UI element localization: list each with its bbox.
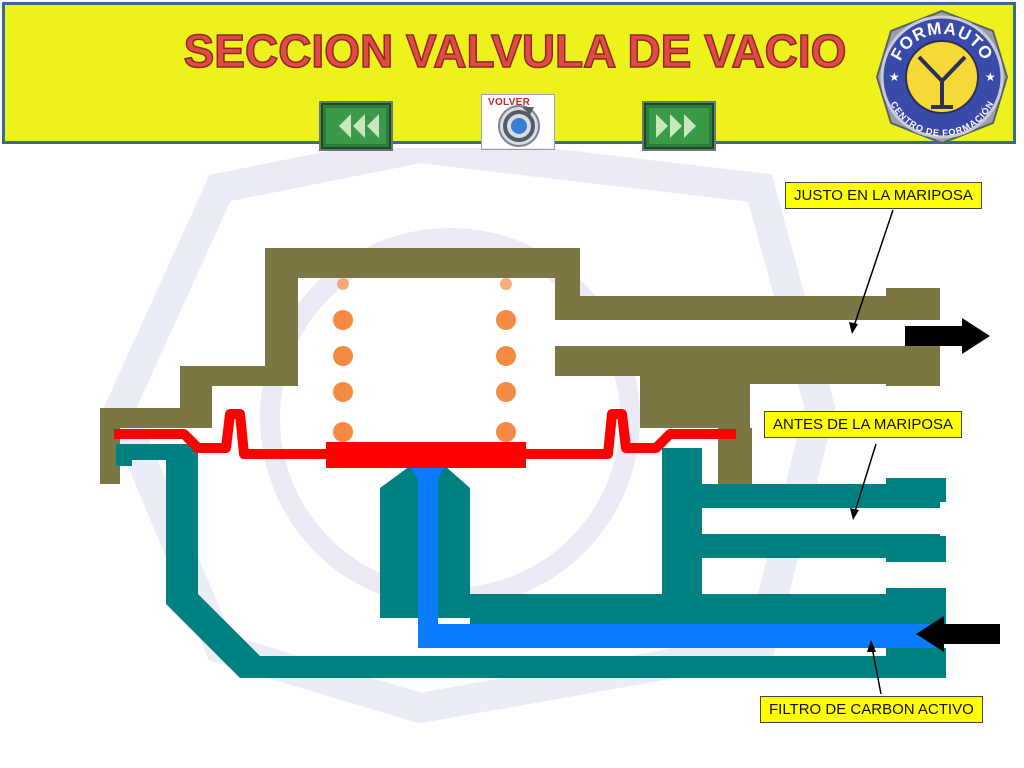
rewind-icon [319,101,393,151]
spring-left [333,278,353,442]
previous-slide-button[interactable] [319,101,393,151]
label-justo-en-la-mariposa: JUSTO EN LA MARIPOSA [785,182,982,209]
carbon-filter-channel [410,466,940,648]
volver-button[interactable]: VOLVER [481,94,555,150]
fast-forward-icon [642,101,716,151]
volver-label: VOLVER [488,97,531,108]
label-antes-de-la-mariposa: ANTES DE LA MARIPOSA [764,411,963,438]
svg-text:★: ★ [889,70,900,84]
next-slide-button[interactable] [642,101,716,151]
label-filtro-de-carbon-activo: FILTRO DE CARBON ACTIVO [760,696,983,723]
valve-section-diagram [100,148,1000,724]
svg-text:★: ★ [985,70,996,84]
volver-icon [498,105,540,147]
diaphragm-plate [326,442,526,468]
middle-outlet-passage [702,508,940,534]
formauto-logo: FORMAUTO CENTRO DE FORMACIÓN ★ ★ [875,9,1009,145]
page-title: SECCION VALVULA DE VACIO [184,25,847,77]
upper-outlet-passage [555,320,940,346]
diaphragm [114,409,736,459]
spring-right [496,278,516,442]
header-bar: SECCION VALVULA DE VACIO VOLVER [2,2,1016,151]
page-title-graphic: SECCION VALVULA DE VACIO [183,24,847,78]
arrow-left-icon [916,616,1000,652]
arrow-right-icon [905,318,990,354]
